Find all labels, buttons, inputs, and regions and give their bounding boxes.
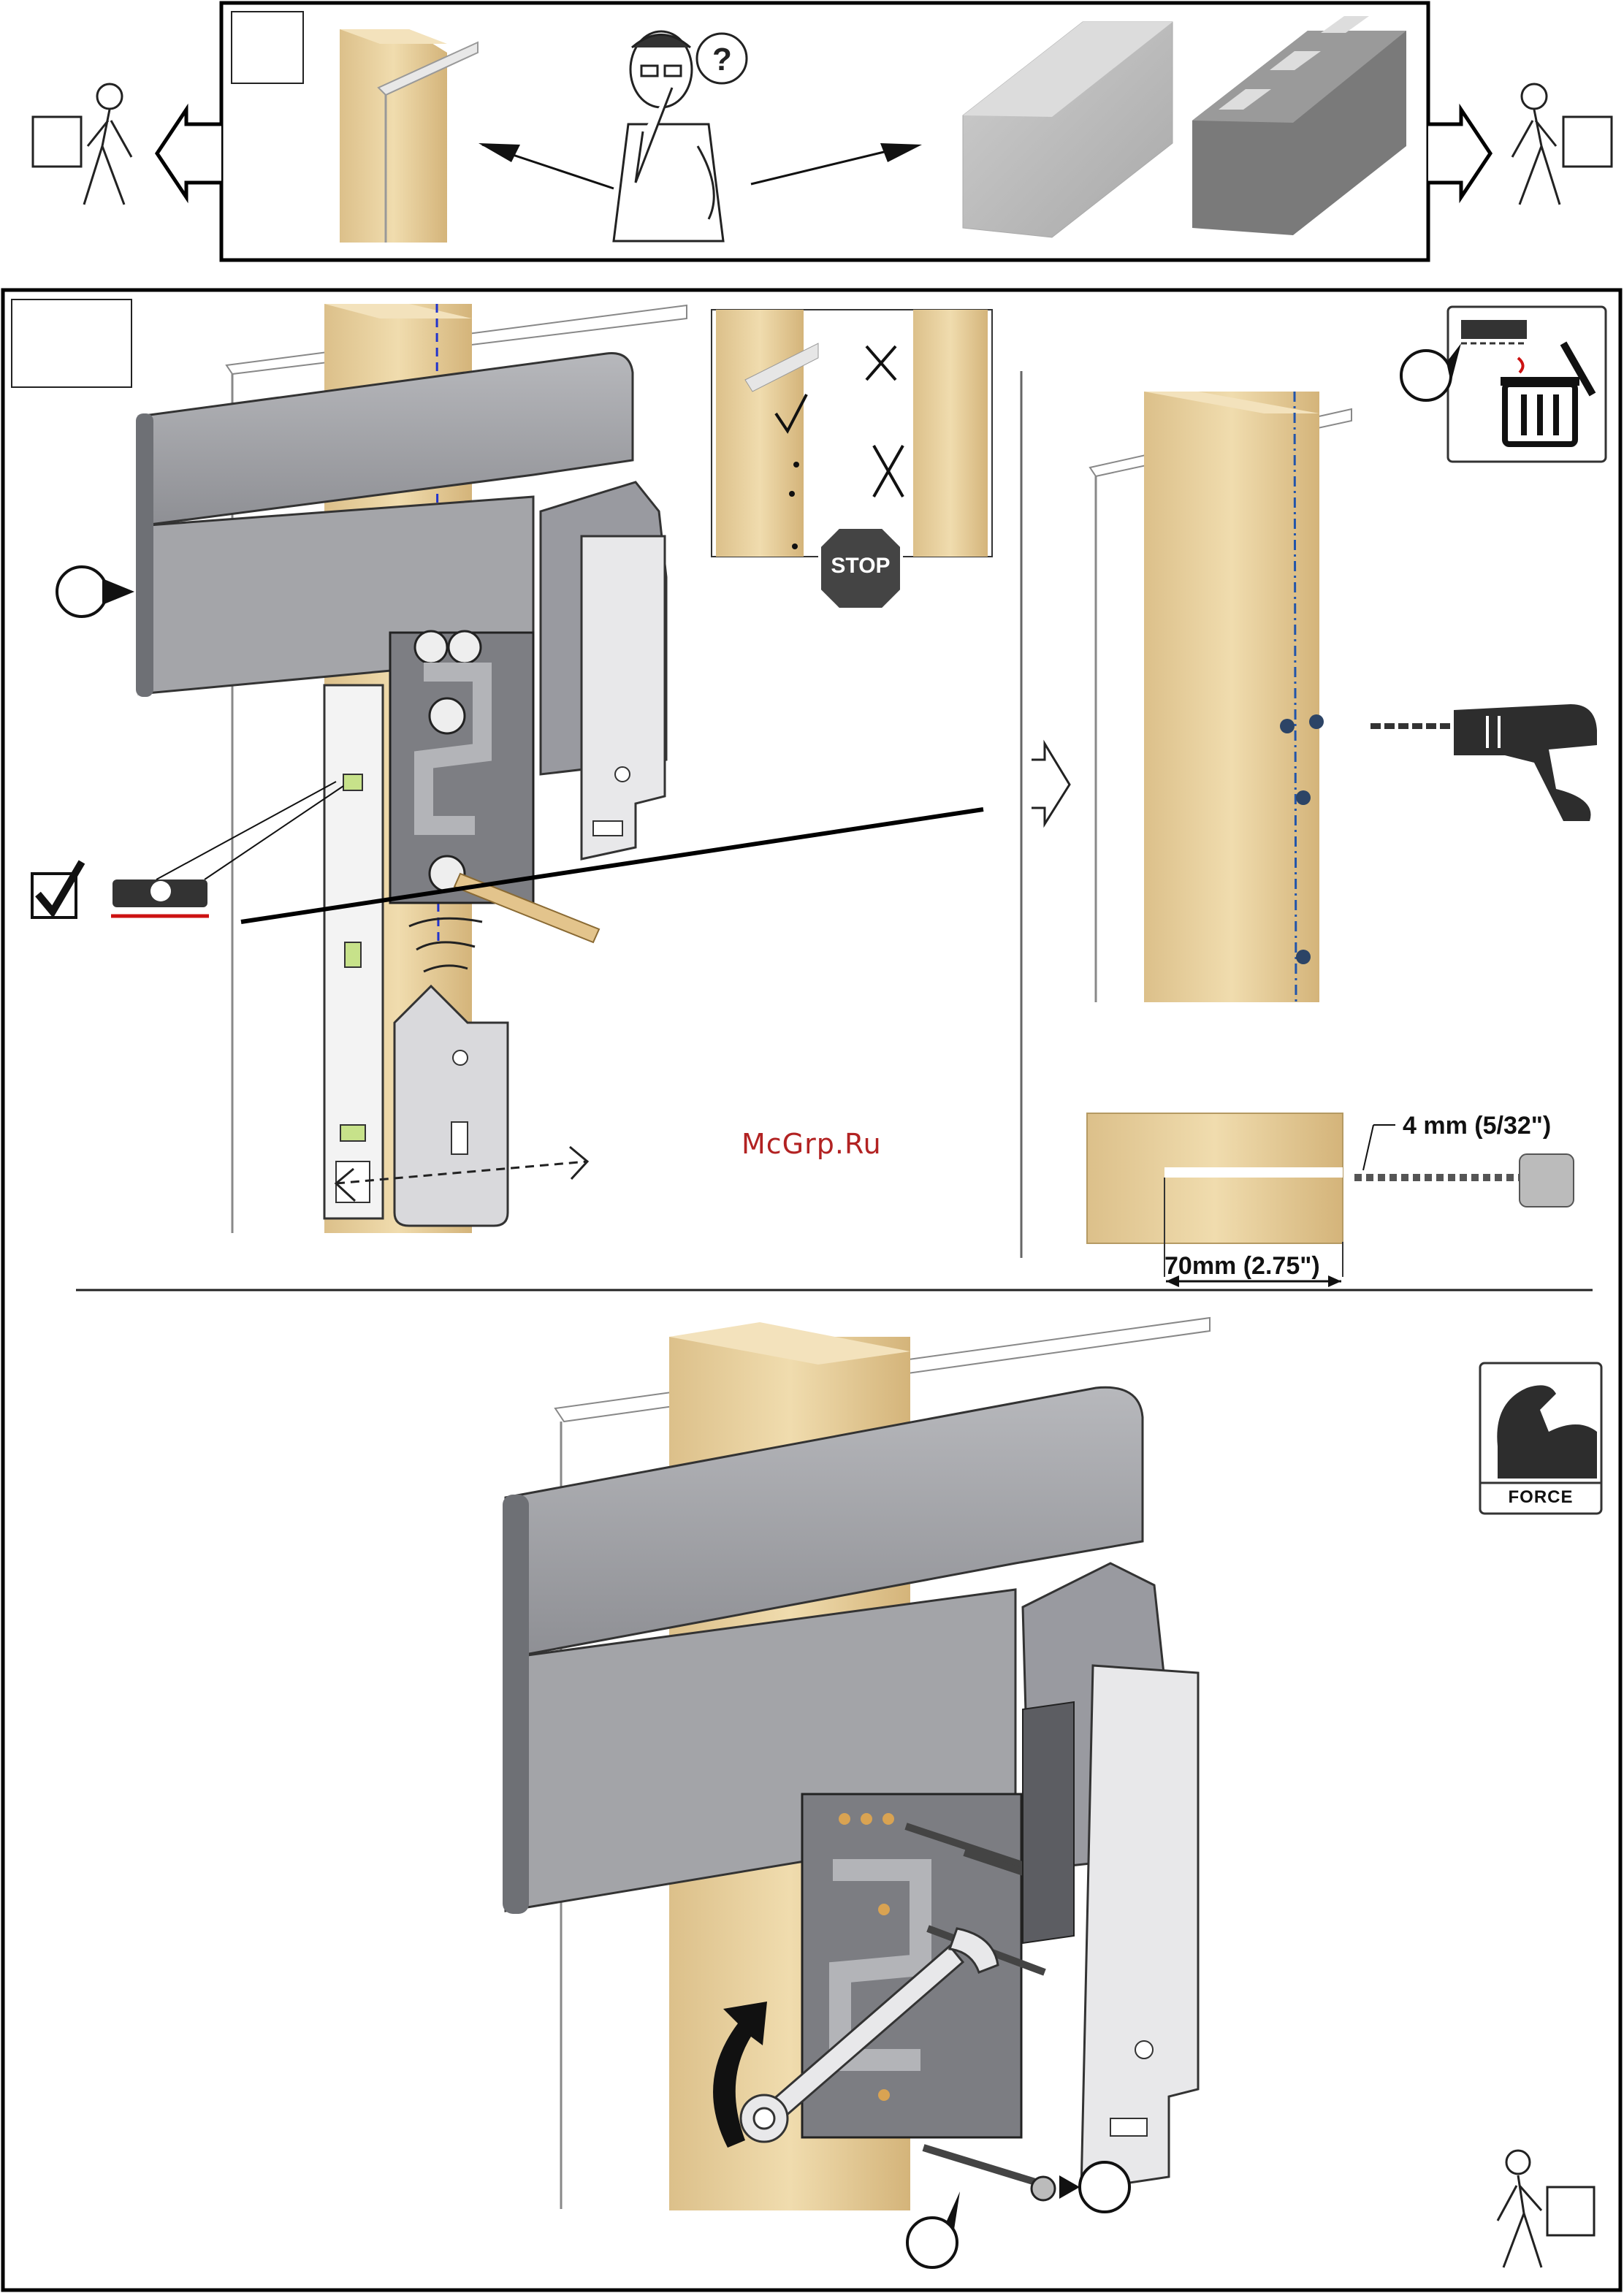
right-arrow-icon bbox=[1428, 110, 1490, 197]
walking-person-left-icon bbox=[33, 84, 131, 205]
main-panel bbox=[3, 290, 1620, 2290]
discard-anchors-icon bbox=[1448, 307, 1606, 462]
callout-bubble-bolt bbox=[1059, 2162, 1129, 2212]
walking-person-right-icon bbox=[1512, 84, 1612, 205]
tightening-illustration bbox=[503, 1318, 1210, 2210]
drill-depth-label: 70mm (2.75") bbox=[1164, 1252, 1320, 1281]
wood-stud-illustration-top bbox=[340, 29, 478, 243]
arrow-to-blocks bbox=[751, 152, 884, 184]
check-level-icon bbox=[32, 782, 343, 917]
callout-bubble-arm bbox=[57, 567, 134, 617]
question-mark-icon: ? bbox=[712, 42, 732, 77]
callout-bubble-washer bbox=[907, 2191, 960, 2267]
watermark-text: McGrp.Ru bbox=[742, 1128, 882, 1160]
step-number-box-top bbox=[232, 12, 303, 83]
drilled-stud-illustration bbox=[1090, 392, 1352, 1002]
top-panel: ? bbox=[33, 3, 1612, 260]
step-number-box-main bbox=[12, 299, 131, 387]
solid-concrete-block-icon bbox=[963, 22, 1173, 237]
next-step-arrow-icon bbox=[1032, 744, 1070, 824]
force-label: FORCE bbox=[1480, 1487, 1601, 1508]
hollow-concrete-block-icon bbox=[1192, 16, 1406, 235]
drill-bit-size-label: 4 mm (5/32") bbox=[1403, 1112, 1551, 1140]
left-arrow-icon bbox=[157, 110, 221, 197]
walking-person-bottom-icon bbox=[1498, 2151, 1594, 2267]
power-drill-icon bbox=[1371, 704, 1597, 821]
stop-sign-label: STOP bbox=[824, 554, 897, 579]
